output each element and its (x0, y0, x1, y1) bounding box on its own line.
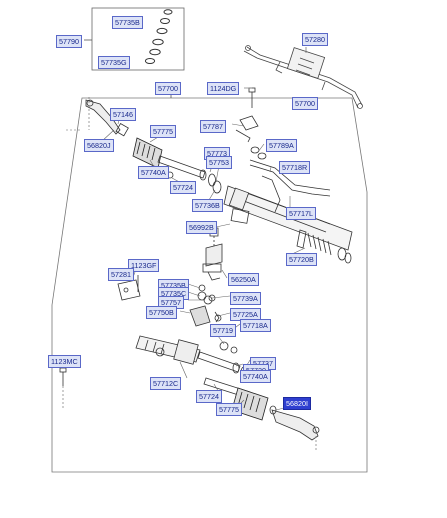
part-label-57281[interactable]: 57281 (108, 268, 134, 281)
part-label-57700-main[interactable]: 57700 (155, 82, 181, 95)
part-label-57736b[interactable]: 57736B (192, 199, 223, 212)
part-label-57750b[interactable]: 57750B (146, 306, 177, 319)
pressure-lines (249, 146, 331, 213)
valve-body (202, 227, 223, 281)
part-label-57719[interactable]: 57719 (210, 324, 236, 337)
rack-housing (223, 185, 353, 264)
part-label-57740a-top[interactable]: 57740A (138, 166, 169, 179)
lower-housing (135, 335, 248, 378)
assembly-frame (51, 97, 368, 473)
part-label-57775-bot[interactable]: 57775 (216, 403, 242, 416)
part-label-57146[interactable]: 57146 (110, 108, 136, 121)
part-label-57724-bot[interactable]: 57724 (196, 390, 222, 403)
assembled-rack-thumbnail (243, 45, 363, 109)
part-label-57753[interactable]: 57753 (206, 156, 232, 169)
part-label-56250a[interactable]: 56250A (228, 273, 259, 286)
part-label-57740a-bot[interactable]: 57740A (240, 370, 271, 383)
part-label-57789a[interactable]: 57789A (266, 139, 297, 152)
part-label-56820j[interactable]: 56820J (84, 139, 114, 152)
part-label-57717l[interactable]: 57717L (286, 207, 316, 220)
part-label-1123mc[interactable]: 1123MC (48, 355, 81, 368)
part-label-57718r[interactable]: 57718R (279, 161, 311, 174)
part-label-1123gf[interactable]: 1123GF (128, 259, 160, 272)
part-label-57718a[interactable]: 57718A (240, 319, 271, 332)
tie-rod-end-upper (85, 97, 129, 137)
part-label-56820i[interactable]: 56820I (283, 397, 311, 410)
part-label-57712c[interactable]: 57712C (150, 377, 182, 390)
part-label-57790[interactable]: 57790 (56, 35, 82, 48)
part-label-1124dg[interactable]: 1124DG (207, 82, 240, 95)
seal-kit-rings (144, 9, 173, 64)
part-label-57700-top[interactable]: 57700 (292, 97, 318, 110)
part-label-57787[interactable]: 57787 (200, 120, 226, 133)
part-label-56992b[interactable]: 56992B (186, 221, 217, 234)
part-label-57724-top[interactable]: 57724 (170, 181, 196, 194)
part-label-57720b[interactable]: 57720B (286, 253, 317, 266)
boot-upper (132, 137, 163, 169)
part-label-57735b[interactable]: 57735B (112, 16, 143, 29)
tie-rod-end-lower (269, 405, 320, 452)
part-label-57739a[interactable]: 57739A (230, 292, 261, 305)
part-label-57280[interactable]: 57280 (302, 33, 328, 46)
part-label-57775-top[interactable]: 57775 (150, 125, 176, 138)
part-label-57735g[interactable]: 57735G (98, 56, 130, 69)
seal-kit-box (91, 7, 185, 71)
